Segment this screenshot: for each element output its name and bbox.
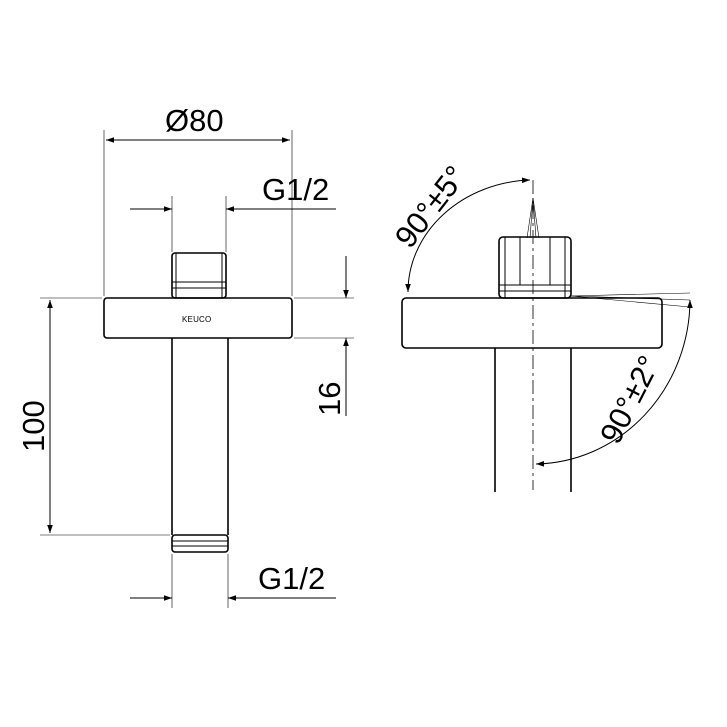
brand-label: KEUCO — [182, 315, 211, 324]
dim-thread-bottom: G1/2 — [258, 561, 325, 596]
front-bottom-thread — [171, 534, 229, 553]
front-view: KEUCO Ø80 G1/2 100 16 G1/ — [16, 103, 354, 608]
dim-angle-vertical: 90°±5° — [388, 159, 473, 254]
front-top-nut — [171, 252, 227, 299]
dim-diameter: Ø80 — [165, 103, 224, 138]
dim-height-total: 100 — [16, 400, 51, 452]
dim-thread-top: G1/2 — [262, 172, 329, 207]
dim-rose-height: 16 — [312, 382, 347, 416]
side-view: 90°±5° 90°±2° — [388, 159, 693, 492]
angle-arc-horizontal — [535, 299, 693, 467]
dim-angle-horizontal: 90°±2° — [593, 350, 667, 449]
side-top-nut — [498, 236, 572, 299]
angle-arc-vertical — [405, 177, 531, 293]
side-rose — [401, 297, 663, 349]
